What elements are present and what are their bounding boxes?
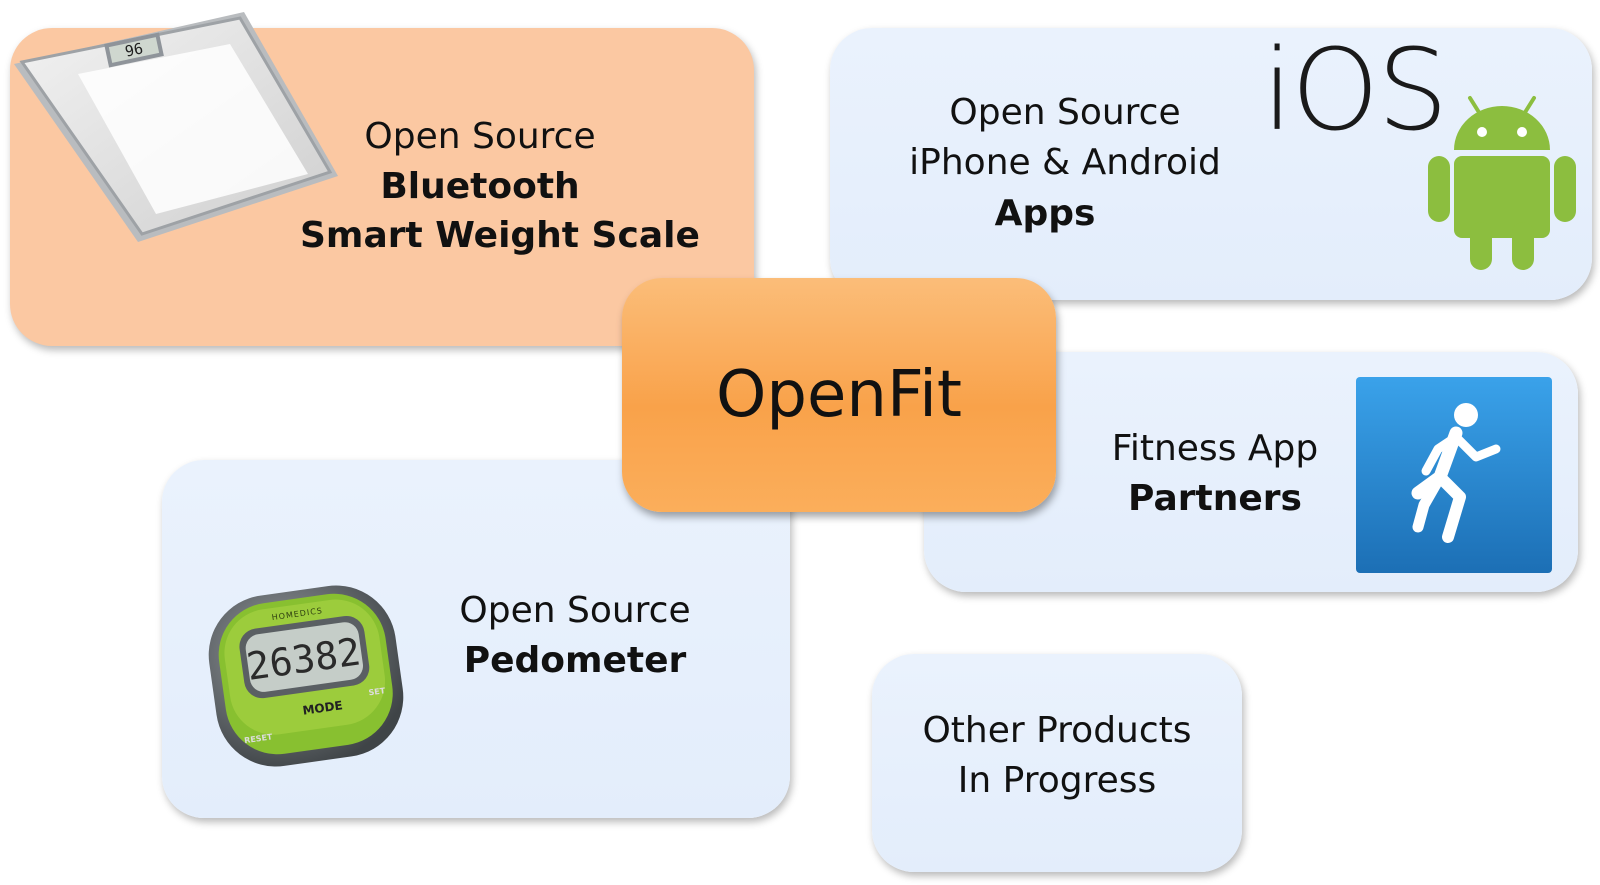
other-text: Other Products In Progress — [872, 706, 1242, 805]
pedometer-text: Open Source Pedometer — [420, 586, 730, 685]
apps-line3: Apps — [994, 192, 1096, 234]
apps-line2: iPhone & Android — [909, 142, 1221, 184]
other-line2: In Progress — [957, 759, 1157, 801]
scale-line1: Open Source — [364, 116, 596, 157]
apps-text: Open Source iPhone & Android Apps — [875, 88, 1255, 239]
weight-scale-image: 96 — [14, 12, 338, 242]
openfit-center-card: OpenFit — [622, 278, 1056, 512]
apps-line1: Open Source — [949, 92, 1181, 133]
partners-line1: Fitness App — [1111, 428, 1319, 469]
pedometer-line1: Open Source — [459, 590, 691, 631]
partners-line2: Partners — [1128, 477, 1302, 519]
scale-line3: Smart Weight Scale — [300, 215, 700, 257]
pedometer-reset-label: RESET — [244, 732, 274, 745]
ios-logo: iOS — [1262, 26, 1448, 156]
android-icon — [1428, 96, 1576, 270]
other-card — [872, 654, 1242, 872]
scale-line2: Bluetooth — [380, 165, 580, 207]
pedometer-set-label: SET — [368, 686, 386, 697]
partners-text: Fitness App Partners — [1090, 424, 1340, 523]
scale-text: Open Source Bluetooth Smart Weight Scale — [300, 112, 700, 261]
pedometer-mode-label: MODE — [302, 698, 344, 717]
openfit-title: OpenFit — [716, 358, 962, 432]
runner-icon — [1356, 377, 1552, 573]
pedometer-line2: Pedometer — [463, 639, 687, 681]
scale-display: 96 — [123, 39, 144, 60]
other-line1: Other Products — [922, 710, 1192, 751]
pedometer-image: 26382 HOMEDICS MODE RESET SET — [208, 585, 404, 767]
